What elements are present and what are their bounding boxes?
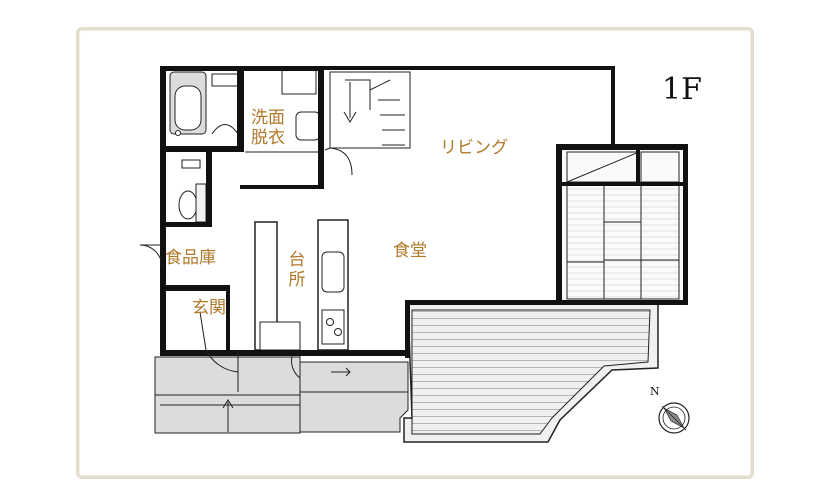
wood-deck [403,302,659,443]
entrance-porch [154,356,409,434]
room-label-shokudo: 食堂 [393,241,427,261]
bathroom-fixtures [169,71,239,223]
north-compass [658,402,690,434]
tatami-room [562,150,684,302]
walls [160,66,688,358]
floor-label: 1F [662,72,702,107]
staircase [324,71,411,176]
room-label-genkan: 玄関 [192,298,226,318]
room-label-living: リビング [440,138,508,158]
room-label-daidokoro: 台所 [288,250,306,290]
kitchen-counters [254,219,349,351]
room-label-senmen-datsui: 洗面 脱衣 [251,108,285,148]
doors [139,244,351,392]
compass-north-label: N [650,385,660,398]
room-label-shokuhinko: 食品庫 [165,248,216,268]
